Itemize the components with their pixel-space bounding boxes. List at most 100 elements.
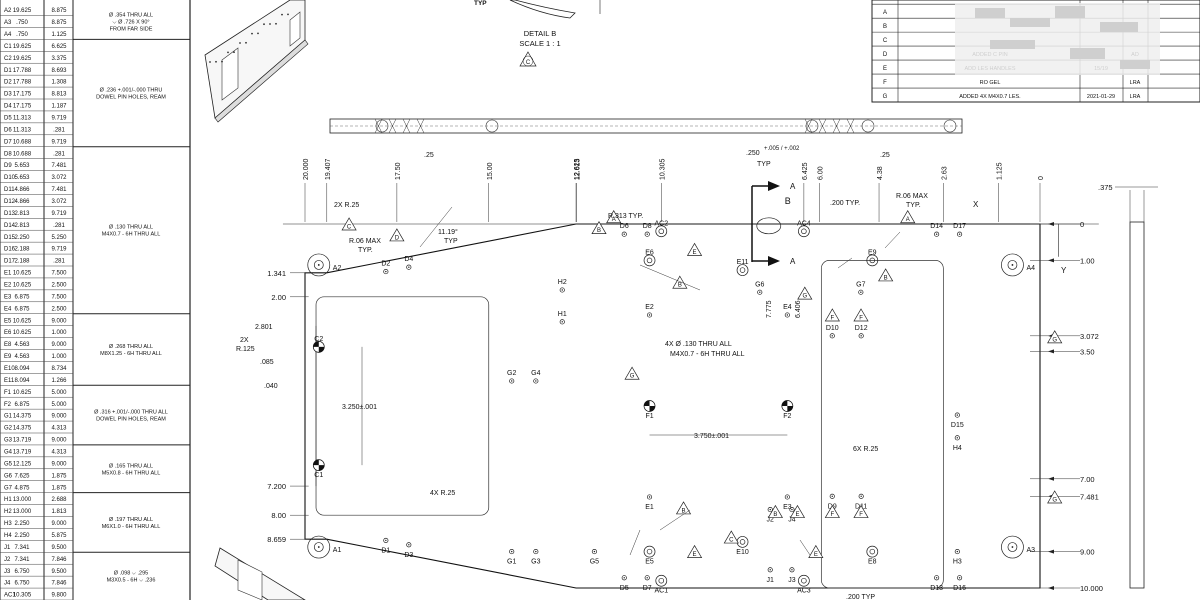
hole-centre bbox=[317, 546, 320, 548]
hole-small bbox=[789, 507, 795, 513]
hole-note-text: Ø .316 +.001/-.000 THRU ALL bbox=[94, 410, 168, 416]
hole-tag: G2 bbox=[507, 370, 516, 377]
iso-hole bbox=[287, 13, 289, 16]
datum-triangle bbox=[675, 501, 692, 515]
datum-flag: G bbox=[797, 286, 813, 300]
hole-note-text: DOWEL PIN HOLES, REAM bbox=[96, 417, 166, 423]
hole: J2 bbox=[767, 507, 774, 524]
hole-y-cell: 1.266 bbox=[51, 378, 67, 384]
hole-x-cell: 8.094 bbox=[14, 378, 30, 384]
hole-tag-cell: E11 bbox=[4, 378, 15, 384]
hole-x-cell: 13.000 bbox=[13, 509, 32, 515]
hole-tag-cell: E6 bbox=[4, 330, 12, 336]
typ-callout: TYP bbox=[757, 161, 771, 168]
hole-tag-cell: E3 bbox=[4, 294, 12, 300]
angle-callout: 11.19° bbox=[438, 228, 458, 236]
hole-small bbox=[646, 312, 653, 318]
hole: E5 bbox=[643, 545, 656, 566]
hole: D3 bbox=[404, 542, 413, 559]
hole-tag-cell: D8 bbox=[4, 151, 12, 157]
edge-hole bbox=[861, 119, 875, 133]
hole-x-cell: 17.175 bbox=[13, 92, 32, 98]
dim-label: 2X bbox=[240, 337, 249, 344]
hole-y-cell: 8.734 bbox=[51, 366, 67, 372]
hole-small bbox=[646, 494, 653, 500]
hole-tag: G6 bbox=[755, 281, 764, 288]
hole-tag-cell: E10 bbox=[4, 366, 15, 372]
hole-small bbox=[767, 567, 773, 573]
iso-hole bbox=[221, 60, 223, 63]
edge-dim-label: .375 bbox=[1098, 183, 1113, 192]
hole-centre bbox=[408, 544, 410, 546]
hole-y-cell: 9.500 bbox=[51, 545, 67, 551]
hole-tag: C2 bbox=[314, 336, 323, 343]
hole-tag: AC2 bbox=[654, 220, 668, 227]
datum-letter: B bbox=[773, 512, 777, 518]
datum-letter: B bbox=[597, 228, 601, 234]
pin-hole-quadrants bbox=[313, 341, 325, 353]
datum-flag: F bbox=[824, 504, 840, 518]
hole: E3 bbox=[783, 494, 792, 511]
top-dim-label: 19.407 bbox=[325, 158, 332, 180]
iso-slot bbox=[237, 559, 263, 600]
hole-counterbore bbox=[798, 574, 810, 587]
hole-tag-cell: D2 bbox=[4, 80, 12, 86]
dim-arrow bbox=[1048, 549, 1054, 554]
hole-y-cell: .281 bbox=[53, 223, 65, 229]
top-dim-label: 12.625 bbox=[574, 158, 581, 180]
radius-callout: 6X R.25 bbox=[853, 446, 878, 453]
hole-tag-cell: E9 bbox=[4, 354, 12, 360]
iso-hole bbox=[215, 60, 217, 63]
datum-triangle bbox=[672, 275, 688, 289]
hole: AC3 bbox=[797, 574, 811, 595]
datum-flag: C bbox=[723, 530, 739, 544]
hole-y-cell: 3.072 bbox=[51, 199, 67, 205]
hole-tag-cell: D13 bbox=[4, 211, 16, 217]
hole-bore bbox=[801, 577, 807, 584]
hole-y-cell: 9.000 bbox=[51, 521, 67, 527]
hole-y-cell: 1.875 bbox=[51, 473, 67, 479]
hole-tag-cell: J4 bbox=[4, 581, 11, 587]
datum-triangle bbox=[767, 504, 784, 518]
left-dim-label: 7.200 bbox=[267, 482, 286, 491]
hole-y-cell: 9.719 bbox=[51, 139, 67, 145]
top-dim-label: 6.425 bbox=[802, 162, 809, 180]
hole: D15 bbox=[951, 412, 964, 429]
hole-bore bbox=[658, 577, 665, 584]
hole-note-text: Ø .098 ⌵ .295 bbox=[114, 571, 148, 577]
hole-y-cell: .281 bbox=[53, 127, 65, 133]
hole-y-cell: 9.719 bbox=[51, 211, 67, 217]
edge-hatch bbox=[388, 118, 397, 134]
hole-note-text: M4X0.7 - 6H THRU ALL bbox=[102, 232, 161, 238]
hole-x-cell: 7.341 bbox=[14, 557, 30, 563]
hole: D2 bbox=[381, 261, 390, 275]
hole-tag-cell: J3 bbox=[4, 569, 11, 575]
hole: D10 bbox=[826, 325, 839, 339]
hole: D12 bbox=[855, 325, 868, 339]
datum-flag: B bbox=[675, 501, 692, 515]
hole-note-text: FROM FAR SIDE bbox=[110, 26, 153, 32]
hole-bore bbox=[313, 542, 324, 552]
section-arrow bbox=[768, 256, 780, 266]
hole-x-cell: 2.813 bbox=[14, 223, 30, 229]
hole-centre bbox=[786, 496, 789, 498]
dim-label: 2.801 bbox=[255, 324, 273, 331]
datum-flag: G bbox=[1047, 490, 1063, 504]
hole: J3 bbox=[788, 567, 796, 584]
hole-counterbore bbox=[655, 225, 668, 238]
hole: E2 bbox=[645, 304, 654, 318]
hole-note-text: Ø .197 THRU ALL bbox=[109, 517, 153, 523]
hole-small bbox=[533, 549, 539, 555]
dim-label: .250 bbox=[746, 150, 760, 157]
hole-bore bbox=[646, 548, 653, 555]
hole: D6 bbox=[620, 223, 629, 237]
datum-letter: F bbox=[831, 512, 835, 518]
revision-letter: F bbox=[883, 80, 887, 86]
hole-tag-cell: C1 bbox=[4, 44, 12, 50]
hole-tag-cell: D4 bbox=[4, 104, 12, 110]
hole-small bbox=[784, 494, 790, 500]
iso-hole bbox=[275, 22, 277, 25]
hole: H3 bbox=[953, 549, 962, 566]
